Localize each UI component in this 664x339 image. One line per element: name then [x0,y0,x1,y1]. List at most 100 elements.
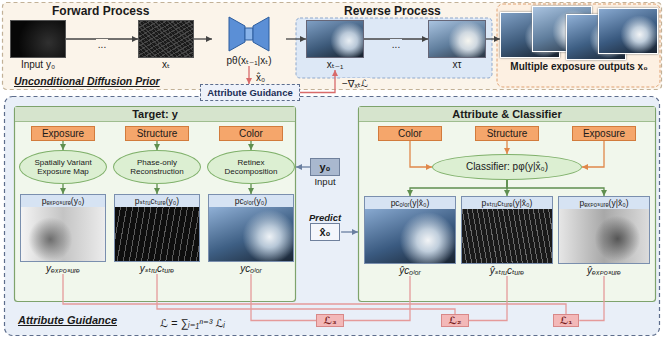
image-node: xτ [428,20,486,70]
connector-arrow [300,70,335,93]
map-header: pₑₓₚₒₛᵤᵣₑ(y₀) [21,195,105,207]
reverse-process-box [296,18,492,78]
box-text: ℒ₃ [323,315,336,326]
connector-arrow [62,184,63,194]
connector-arrow [251,274,316,321]
loss-formula: ℒ = ∑ᵢ₌₁ⁿ⁼³ ℒᵢ [160,317,225,330]
label-box: Structure [475,126,539,141]
input-caption: Input [314,176,335,187]
ellipse-text: Spatially Variant Exposure Map [26,158,100,176]
box-text: Structure [478,128,536,139]
box-text: ℒ₂ [448,315,461,326]
edge-label-holder: −∇ₓₜℒ [340,73,370,91]
connector-arrow [507,180,604,196]
image-thumbnail [462,209,552,263]
map-header: pₑₓₚₒₛᵤᵣₑ(y|x̂₀) [559,197,649,209]
connector-arrow [296,166,311,167]
connector-arrow [469,276,508,321]
network-label: pθ(xₜ₋₁|xₜ) [212,55,286,66]
image-node: xₜ [138,20,194,70]
image-thumbnail [365,209,455,263]
attribute-map: pₛₜᵣᵤcₜᵤᵣₑ(y|x̂₀) ŷₛₜᵣᵤcₜᵤᵣₑ [461,196,553,276]
encoder-shape [229,17,245,51]
edge-label-holder: x̂₀ [254,67,267,85]
image-thumbnail [10,20,66,58]
connector-arrow [486,38,500,39]
map-label: ŷₛₜᵣᵤcₜᵤᵣₑ [461,265,553,276]
input-symbol: y₀ [319,161,330,173]
panel-header: Attribute & Classifier [359,107,655,122]
edge-label-holder: ... [390,34,402,52]
image-thumbnail [500,6,658,60]
connector-arrow [250,184,251,194]
connector-arrow [341,231,358,232]
label-box: Exposure [31,126,95,141]
process-band: Attribute GuidanceTarget: yExposureStruc… [4,96,660,336]
map-header: pcₒₗₒᵣ(y₀) [209,195,293,207]
map-label: ŷcₒₗₒᵣ [364,265,456,276]
map-label: yₛₜᵣᵤcₜᵤᵣₑ [114,263,200,274]
image-label: Input y₀ [10,59,66,70]
text-holder: Forward Process [52,4,149,18]
input-box: Predictx̂₀ [309,212,341,241]
box-text: Exposure [34,128,92,139]
image-node: xₜ₋₁ [306,20,364,70]
label-box: ℒ₁ [553,314,580,327]
image-label: xτ [428,59,486,70]
label-box: Exposure [572,126,636,141]
panel-shape [15,107,296,302]
label-box: Color [378,126,442,141]
method-ellipse: Classifier: pφ(y|x̂₀) [432,154,582,180]
output-image [598,8,658,54]
band-title: Unconditional Diffusion Prior [14,75,160,87]
label-box: Color [219,126,283,141]
connector-arrow [63,274,566,314]
ellipse-text: Retinex Decomposition [214,158,288,176]
connector-arrow [156,141,157,150]
connector-arrow [248,66,249,84]
connector-arrow [250,141,251,150]
method-ellipse: Retinex Decomposition [207,150,295,184]
image-label: Multiple exposure outputs x₀ [500,61,658,72]
image-thumbnail [559,209,649,263]
image-thumbnail [21,207,105,261]
map-label: ŷₑₓₚₒₛᵤᵣₑ [558,265,650,276]
box-text: Attribute Guidance [207,87,293,98]
network-node: pθ(xₜ₋₁|xₜ) [212,14,286,66]
band-shape [3,3,662,90]
connector-arrow [194,38,212,39]
input-frame: y₀ [310,158,339,176]
image-thumbnail [115,207,199,261]
attribute-panel: Attribute & ClassifierColor Structure Expo… [358,106,656,302]
box-text: ℒ₁ [560,315,573,326]
connector-arrow [62,141,63,150]
attribute-map: pₛₜᵣᵤcₜᵤᵣₑ(y₀) yₛₜᵣᵤcₜᵤᵣₑ [114,194,200,274]
attribute-map: pcₒₗₒᵣ(y|x̂₀)ŷcₒₗₒᵣ [364,196,456,276]
text-holder: Reverse Process [344,4,441,18]
connector-arrow [156,184,157,194]
method-ellipse: Spatially Variant Exposure Map [19,150,107,184]
attribute-map: pcₒₗₒᵣ(y₀) ycₒₗₒᵣ [208,194,294,274]
map-header: pₛₜᵣᵤcₜᵤᵣₑ(y|x̂₀) [462,197,552,209]
ellipse-text: Phase-only Reconstruction [120,158,194,176]
box-text: Color [222,128,280,139]
edge-label: ... [390,39,402,50]
box-text: Color [381,128,439,139]
attribute-map: pₑₓₚₒₛᵤᵣₑ(y|x̂₀) ŷₑₓₚₒₛᵤᵣₑ [558,196,650,276]
map-frame: pₑₓₚₒₛᵤᵣₑ(y|x̂₀) [558,196,650,264]
map-label: ycₒₗₒᵣ [208,263,294,274]
connector-arrow [582,141,604,167]
label-box: ℒ₂ [441,314,468,327]
label-box: Attribute Guidance [200,84,300,101]
connector-arrow [344,276,410,321]
connector-arrow [410,141,432,167]
box-text: Structure [128,128,186,139]
map-frame: pₛₜᵣᵤcₜᵤᵣₑ(y₀) [114,194,200,262]
connector-arrow [506,141,507,154]
attribute-map: pₑₓₚₒₛᵤᵣₑ(y₀)yₑₓₚₒₛᵤᵣₑ [20,194,106,274]
panel-shape [359,107,656,302]
image-label: xₜ₋₁ [306,59,364,70]
map-frame: pₛₜᵣᵤcₜᵤᵣₑ(y|x̂₀) [461,196,553,264]
map-header: pₛₜᵣᵤcₜᵤᵣₑ(y₀) [115,195,199,207]
map-frame: pcₒₗₒᵣ(y₀) [208,194,294,262]
